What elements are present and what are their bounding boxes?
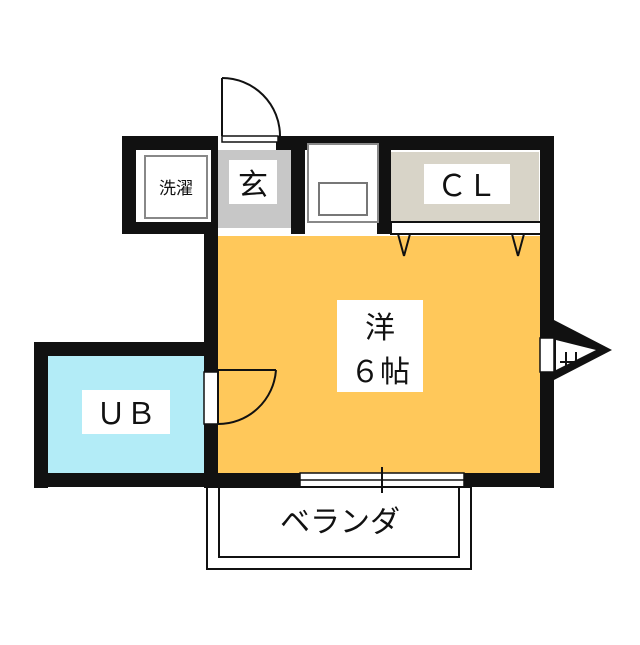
laundry-pan: [144, 155, 208, 219]
side-window: [539, 320, 612, 380]
western-room-label-line2: ６帖: [350, 355, 410, 390]
walls: [34, 136, 554, 488]
veranda-label: ベランダ: [280, 505, 400, 540]
bath-label: ＵＢ: [96, 397, 156, 432]
closet-label: ＣＬ: [437, 169, 497, 204]
bath-label-bg: [82, 390, 170, 434]
entrance-label-bg: [229, 160, 277, 204]
closet-label-bg: [424, 164, 510, 204]
laundry-label: 洗濯: [159, 179, 193, 199]
veranda: [206, 486, 472, 570]
entrance-door[interactable]: [221, 77, 281, 143]
closet-details: [390, 221, 542, 257]
entrance-label: 玄: [238, 168, 268, 203]
western-label-bg: [337, 300, 423, 392]
veranda-label-bg: [256, 500, 426, 544]
western-room-label-line1: 洋: [365, 311, 395, 346]
bath-door[interactable]: [203, 369, 277, 426]
kitchen-sink: [307, 143, 379, 223]
